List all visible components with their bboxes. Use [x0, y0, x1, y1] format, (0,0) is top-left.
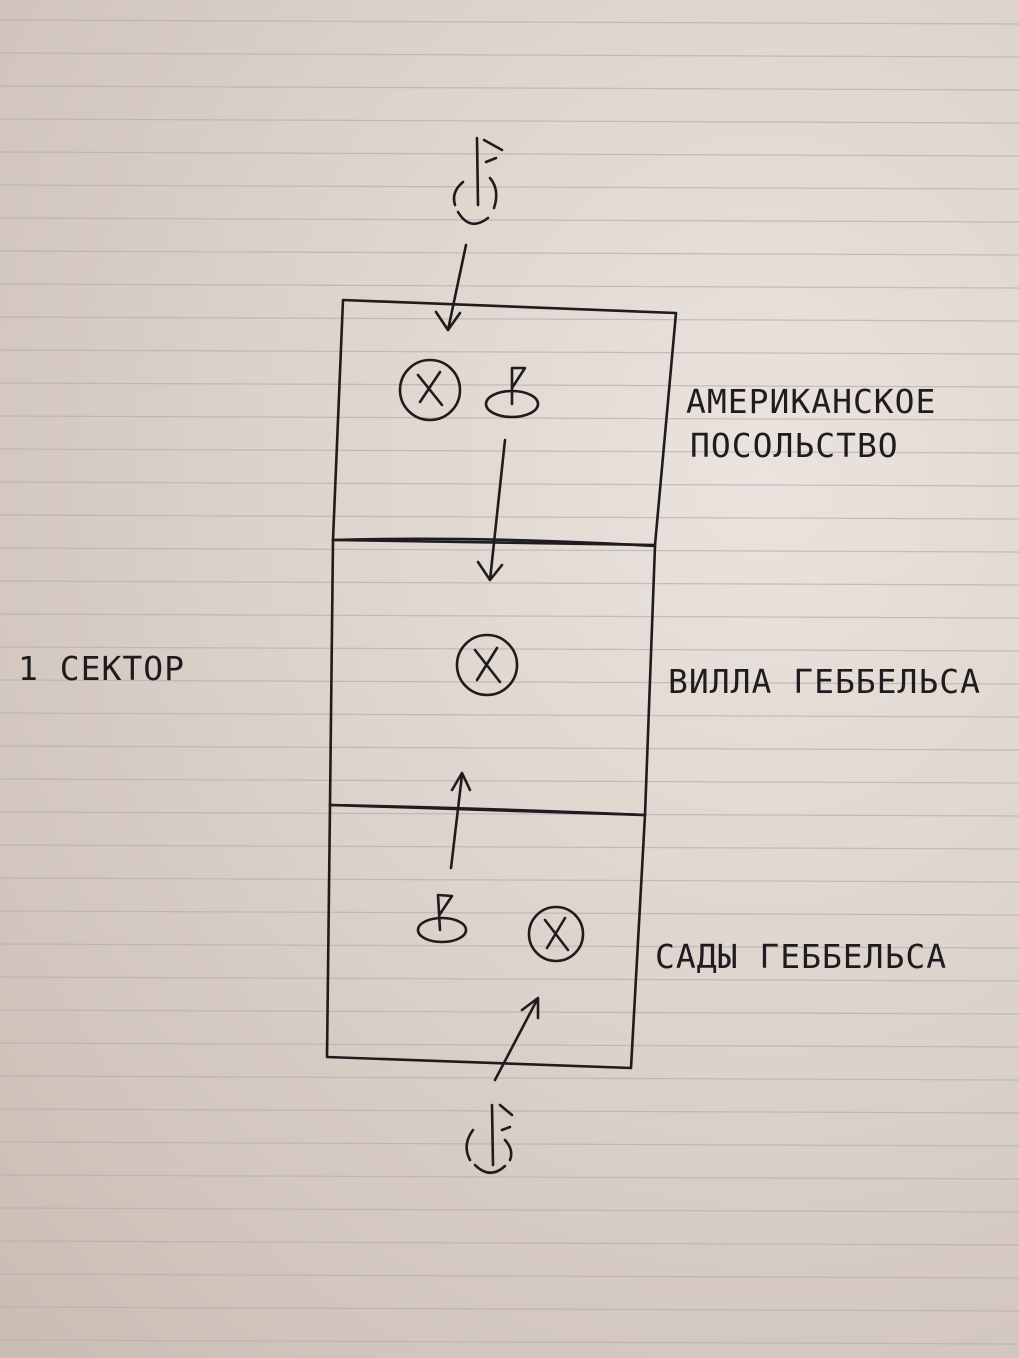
circled-x-icon [398, 358, 462, 422]
paper-rule-line [0, 250, 1019, 256]
zone-label-embassy-line2: ПОСОЛЬСТВО [690, 426, 899, 465]
paper-rule-line [0, 679, 1019, 685]
paper-rule-line [0, 877, 1019, 883]
paper-rule-line [0, 778, 1019, 784]
paper-rule-line [0, 481, 1019, 487]
paper-rule-line [0, 151, 1019, 157]
circled-x-icon [455, 633, 519, 697]
paper-rule-line [0, 448, 1019, 454]
paper-rule-line [0, 943, 1019, 949]
paper-rule-line [0, 118, 1019, 124]
paper-rule-line [0, 514, 1019, 520]
spawn-flag-icon [452, 136, 504, 226]
paper-rule-line [0, 1207, 1019, 1213]
paper-rule-line [0, 613, 1019, 619]
sector-label: 1 СЕКТОР [18, 649, 185, 688]
arrow-icon [449, 771, 472, 870]
zone-label-embassy-line1: АМЕРИКАНСКОЕ [686, 382, 936, 421]
paper-rule-line [0, 217, 1019, 223]
paper-rule-line [0, 1009, 1019, 1015]
zone-divider-2 [328, 803, 647, 817]
paper-rule-line [0, 712, 1019, 718]
paper-rule-line [0, 1273, 1019, 1279]
paper-rule-line [0, 1174, 1019, 1180]
capture-flag-icon [416, 893, 468, 944]
paper-rule-line [0, 382, 1019, 388]
paper-rule-line [0, 1339, 1019, 1345]
paper-rule-line [0, 1306, 1019, 1312]
paper-rule-line [0, 811, 1019, 817]
paper-rule-line [0, 1042, 1019, 1048]
zone-box-gardens [325, 803, 647, 1070]
spawn-flag-icon [465, 1103, 514, 1175]
zone-label-villa: ВИЛЛА ГЕББЕЛЬСА [668, 662, 981, 701]
circled-x-icon [527, 905, 585, 963]
paper-rule-line [0, 646, 1019, 652]
paper-rule-line [0, 745, 1019, 751]
paper-rule-line [0, 580, 1019, 586]
paper-rule-line [0, 976, 1019, 982]
capture-flag-icon [484, 366, 540, 419]
paper-rule-line [0, 85, 1019, 91]
paper-rule-line [0, 547, 1019, 553]
paper-rule-line [0, 283, 1019, 289]
arrow-icon [434, 243, 468, 332]
arrow-icon [493, 996, 540, 1082]
paper-rule-line [0, 52, 1019, 58]
paper-rule-line [0, 910, 1019, 916]
paper-rule-line [0, 19, 1019, 25]
paper-rule-line [0, 1075, 1019, 1081]
paper-rule-line [0, 844, 1019, 850]
paper-rule-line [0, 1240, 1019, 1246]
arrow-icon [476, 438, 507, 582]
paper-rule-line [0, 349, 1019, 355]
paper-rule-line [0, 1108, 1019, 1114]
zone-divider-1 [331, 537, 657, 548]
zone-label-gardens: САДЫ ГЕББЕЛЬСА [655, 937, 947, 976]
zone-box-embassy [331, 298, 678, 547]
paper-rule-line [0, 184, 1019, 190]
paper-rule-line [0, 316, 1019, 322]
zone-box-villa [328, 538, 657, 817]
